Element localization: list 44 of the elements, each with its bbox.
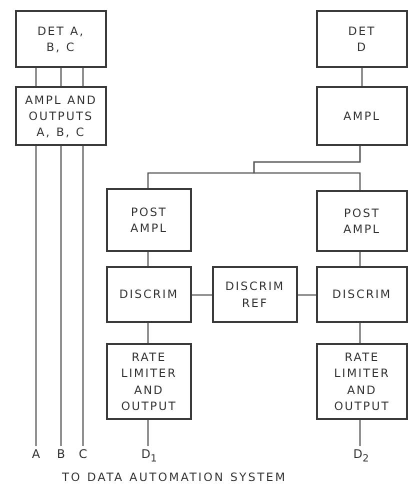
output-box	[316, 343, 408, 420]
connector-line	[192, 294, 212, 296]
connector-line	[147, 252, 149, 266]
output-label: A	[29, 446, 43, 462]
block-label: POST AMPL	[129, 204, 169, 236]
output-label: B	[54, 446, 68, 462]
caption-text: TO DATA AUTOMATION SYSTEM	[62, 470, 287, 484]
output-box	[106, 343, 192, 420]
discriminator-box	[316, 266, 408, 323]
detector-box	[15, 10, 107, 68]
amplifier-box	[316, 190, 408, 252]
connector-line	[359, 252, 361, 266]
block-label: AMPL AND OUTPUTS A, B, C	[24, 92, 98, 140]
connector-line	[147, 323, 149, 343]
block-label: DISCRIM	[332, 286, 392, 303]
amplifier-box	[15, 86, 107, 146]
block-label: AMPL	[343, 108, 381, 124]
output-label: C	[76, 446, 90, 462]
connector-line	[147, 420, 149, 446]
block-label: RATE LIMITER AND OUTPUT	[333, 349, 391, 414]
connector-line	[359, 323, 361, 343]
connector-line	[35, 68, 37, 86]
block-label: DISCRIM	[119, 286, 179, 303]
connector-line	[35, 146, 37, 446]
output-label: D$_{1}$	[138, 446, 160, 466]
reference-box	[212, 266, 298, 323]
block-label: POST AMPL	[342, 204, 382, 238]
amplifier-box	[106, 188, 192, 252]
block-label: DISCRIM REF	[224, 278, 286, 311]
block-label: DET A, B, C	[36, 22, 86, 56]
block-label: DET D	[347, 22, 377, 56]
connector-line	[359, 420, 361, 446]
detector-box	[316, 10, 408, 68]
block-label: RATE LIMITER AND OUTPUT	[120, 349, 178, 414]
output-label: D$_{2}$	[350, 446, 372, 466]
connector-line	[60, 146, 62, 446]
discriminator-box	[106, 266, 192, 323]
connector-line	[82, 68, 84, 86]
connector-line	[361, 68, 363, 86]
connector-line	[82, 146, 84, 446]
amplifier-box	[316, 86, 408, 146]
connector-line	[60, 68, 62, 86]
connector-line	[298, 294, 316, 296]
connector-line	[253, 146, 361, 190]
